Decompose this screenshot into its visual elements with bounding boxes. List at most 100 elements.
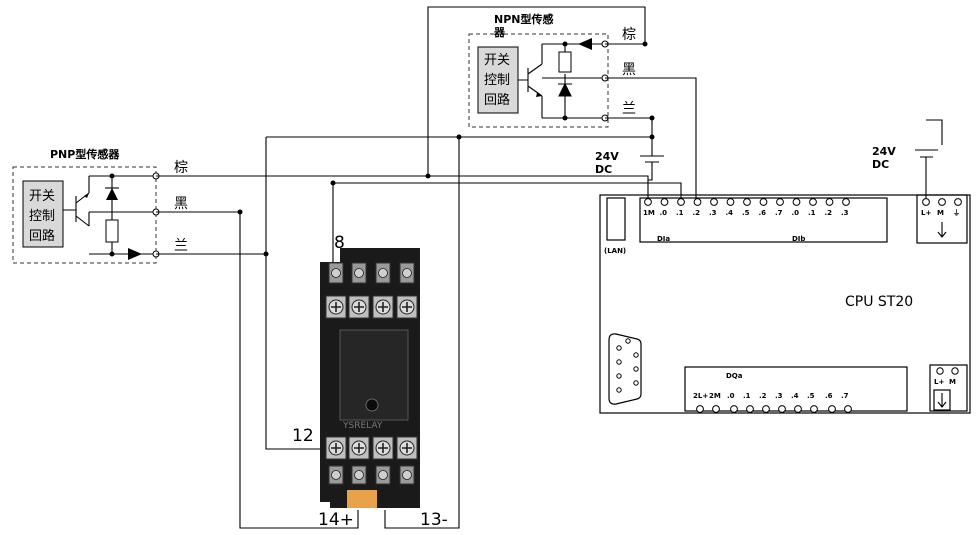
di-terminal-4: [710, 198, 718, 206]
dq-terminal-6: [794, 405, 802, 413]
di-terminal-label-2: .1: [676, 209, 684, 217]
npn-sensor-title-2: 器: [493, 26, 506, 39]
di-terminal-11: [825, 198, 834, 206]
npn-circuit-label-3: 回路: [484, 92, 510, 108]
di-terminal-label-11: .2: [825, 209, 833, 217]
plc-sensor-supply-terminals: L+ M: [934, 367, 959, 386]
dq-terminal-label-8: .6: [825, 392, 833, 400]
supply-arrow-icon: [937, 393, 947, 408]
plc-dq-terminals: 2L+2M.0.1.2.3.4.5.6.7: [693, 392, 852, 413]
plc-dqa-label: DQa: [726, 372, 743, 380]
plc-supply-voltage: 24V: [872, 145, 896, 158]
npn-wire-black-label: 黑: [622, 62, 636, 78]
plc-dib-label: DIb: [792, 235, 805, 243]
dq-terminal-label-7: .5: [807, 392, 815, 400]
npn-circuit-label-2: 控制: [484, 73, 510, 88]
power-terminal-label-1: M: [937, 209, 944, 217]
pnp-circuit-label-1: 开关: [29, 189, 55, 204]
di-supply-type: DC: [595, 163, 612, 176]
npn-sensor-title: NPN型传感: [494, 12, 553, 26]
npn-switch-circuit-box: [477, 46, 519, 114]
di-terminal-7: [759, 198, 768, 206]
power-terminal-label-2: ⏚: [953, 209, 960, 217]
plc-serial-port-icon: [608, 333, 642, 405]
dq-terminal-label-0: 2L+: [693, 392, 708, 400]
dq-terminal-9: [844, 405, 852, 413]
di-terminal-10: [809, 198, 817, 206]
di-terminal-label-9: .0: [792, 209, 800, 217]
dq-terminal-label-3: .1: [743, 392, 751, 400]
supply-terminal-label-0: L+: [934, 378, 944, 386]
npn-arrow-icon: [578, 38, 592, 50]
pnp-circuit-label-3: 回路: [29, 228, 55, 244]
di-terminal-2: [677, 198, 685, 206]
relay-pin-14: 14+: [318, 510, 354, 530]
plc-lan-label: (LAN): [604, 247, 626, 255]
plc-power-terminals: L+M⏚: [921, 198, 962, 217]
di-terminal-1: [660, 198, 669, 206]
dq-terminal-3: [746, 405, 754, 413]
plc-housing: [599, 194, 971, 414]
supply-terminal-0: [936, 367, 944, 375]
power-terminal-0: [922, 198, 930, 206]
npn-sensor: NPN型传感 器 开关 控制 回路 棕 黑 兰: [468, 12, 636, 128]
power-terminal-2: [954, 198, 962, 206]
pnp-switch-circuit-box: [22, 180, 64, 248]
dq-terminal-label-1: 2M: [709, 392, 721, 400]
dq-terminal-label-4: .2: [759, 392, 767, 400]
dq-terminal-label-9: .7: [841, 392, 849, 400]
di-terminal-label-5: .4: [726, 209, 734, 217]
pnp-resistor-icon: [105, 219, 119, 243]
pnp-arrow-icon: [128, 248, 142, 260]
plc-di-terminals: 1M.0.1.2.3.4.5.6.7.0.1.2.3: [643, 198, 850, 217]
supply-terminal-1: [951, 367, 959, 375]
npn-sensor-enclosure: [468, 33, 609, 128]
plc-supply-type: DC: [872, 158, 889, 171]
plc-sensor-supply-block: [929, 364, 968, 412]
plc-power-block: [916, 194, 968, 244]
di-terminal-label-4: .3: [709, 209, 717, 217]
power-terminal-1: [938, 198, 946, 206]
npn-resistor-icon: [558, 51, 572, 73]
wiring: [156, 6, 943, 529]
plc-cpu: (LAN) DIa DIb 1M .0 .1 .2 .3 .4 .5 .6 .7 .0 .1 .2 .3…: [599, 194, 971, 414]
plc-lan-port: [606, 197, 626, 241]
dq-terminal-0: [696, 405, 704, 413]
di-terminal-label-8: .7: [775, 209, 783, 217]
di-terminal-5: [726, 198, 735, 206]
di-supply-battery-icon: [640, 155, 664, 163]
dq-terminal-label-6: .4: [791, 392, 799, 400]
di-terminal-8: [776, 198, 784, 206]
dq-terminal-8: [828, 405, 836, 413]
dq-terminal-2: [730, 405, 738, 413]
di-terminal-label-6: .5: [742, 209, 750, 217]
pnp-sensor-title: PNP型传感器: [50, 147, 120, 161]
npn-transistor-icon: [518, 44, 543, 118]
dq-terminal-4: [762, 405, 770, 413]
plc-dia-label: DIa: [657, 235, 670, 243]
relay-socket: YSRELAY 8 12 14+ 13-: [292, 233, 448, 530]
plc-dq-block: [684, 366, 908, 412]
di-terminal-0: [644, 198, 652, 206]
dq-terminal-5: [778, 405, 786, 413]
dq-terminal-label-5: .3: [775, 392, 783, 400]
di-terminal-3: [693, 198, 702, 206]
pnp-transistor-icon: [63, 176, 90, 227]
di-terminal-9: [792, 198, 801, 206]
pnp-wire-black-label: 黑: [174, 196, 188, 212]
supply-terminal-label-1: M: [949, 378, 956, 386]
npn-circuit-label-1: 开关: [484, 53, 510, 68]
di-supply-voltage: 24V: [595, 150, 619, 163]
plc-di-block: [639, 197, 888, 243]
di-terminal-label-10: .1: [808, 209, 816, 217]
di-terminal-label-1: .0: [660, 209, 668, 217]
di-terminal-6: [743, 198, 751, 206]
pnp-wire-blue-label: 兰: [174, 238, 188, 254]
relay-body-text: YSRELAY: [342, 421, 383, 431]
npn-wire-brown-label: 棕: [622, 27, 636, 43]
di-terminal-label-7: .6: [759, 209, 767, 217]
di-terminal-label-0: 1M: [643, 209, 655, 217]
pnp-diode-icon: [106, 188, 118, 200]
